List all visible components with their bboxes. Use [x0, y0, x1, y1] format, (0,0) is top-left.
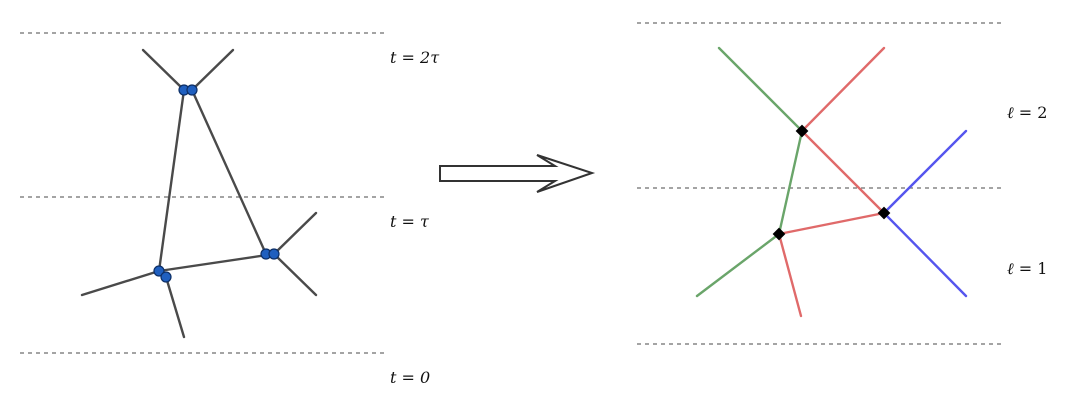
edge-top-left-leg [141, 48, 186, 92]
label-l-2: ℓ = 2 [1007, 103, 1047, 122]
node-bottom-left-a [153, 265, 165, 277]
edge-bottom-crossbar [157, 252, 276, 273]
edge-left-outer-leg [80, 269, 161, 297]
edge-red-diagonal [800, 129, 886, 215]
label-t-tau: t = τ [390, 212, 430, 231]
edge-top-to-right-mid [190, 88, 268, 256]
edge-blue-upper-leg [882, 129, 968, 215]
edge-green-middle [777, 129, 804, 236]
left-panel: t = 2τ t = τ t = 0 [20, 32, 440, 387]
node-right-mid-b [268, 248, 280, 260]
right-panel: ℓ = 2 ℓ = 1 [637, 22, 1047, 345]
edge-top-right-leg [190, 48, 235, 92]
edge-red-lower-leg [777, 232, 803, 318]
edge-green-lower-leg [695, 232, 781, 298]
label-l-1: ℓ = 1 [1007, 259, 1047, 278]
edge-right-upper-leg [272, 211, 318, 256]
node-bottom-left-b [160, 271, 172, 283]
right-arrow-icon [439, 154, 596, 193]
label-t-0: t = 0 [390, 368, 430, 387]
label-t-2tau: t = 2τ [390, 48, 440, 67]
edge-bottom-leg [164, 275, 186, 339]
edge-blue-lower-leg [882, 211, 968, 298]
edge-red-upper-leg [800, 46, 886, 133]
edge-right-lower-leg [272, 252, 318, 297]
edge-green-upper-leg [717, 46, 804, 133]
edge-top-to-left-bottom [157, 88, 186, 273]
node-top-b [186, 84, 198, 96]
edge-red-crossbar [777, 211, 886, 236]
